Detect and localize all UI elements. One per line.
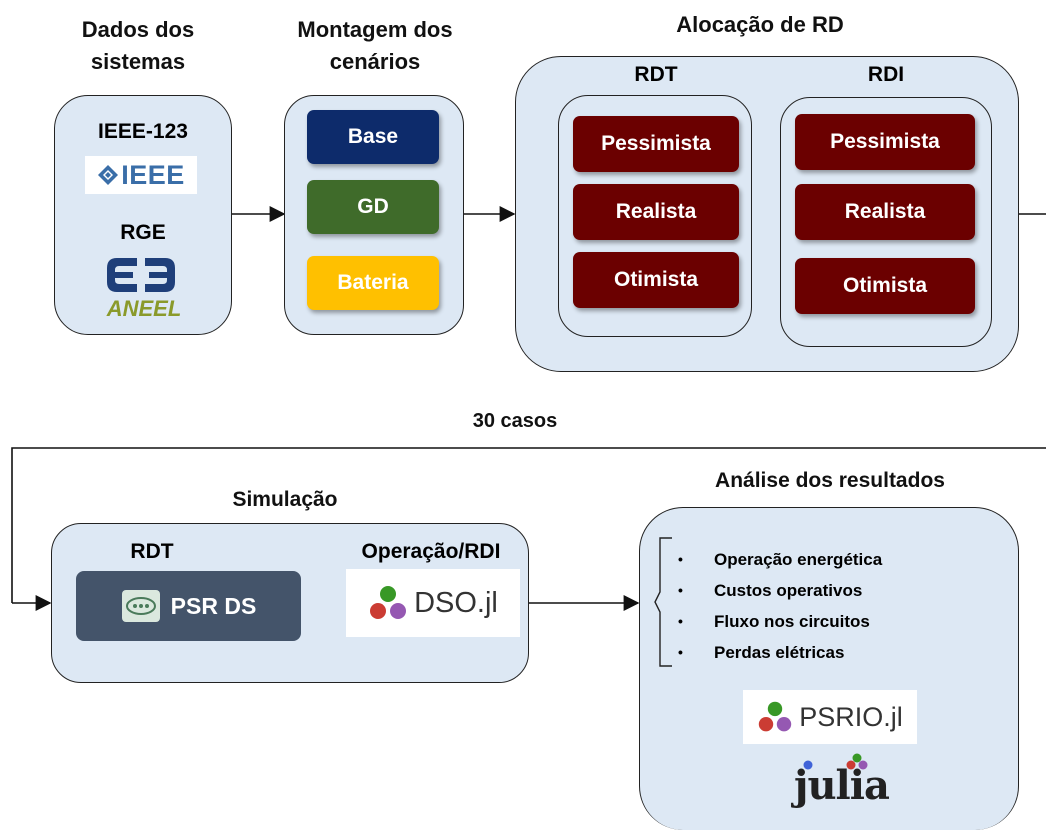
result-item: Fluxo nos circuitos: [664, 606, 882, 637]
ieee-diamond-icon: [98, 165, 119, 185]
analise-panel: Operação energética Custos operativos Fl…: [639, 507, 1019, 830]
rdi-pessimista: Pessimista: [795, 114, 975, 170]
julia-logo-dots: [803, 753, 868, 770]
psr-ds-icon: [121, 590, 160, 622]
dso-logo: DSO.jl: [346, 569, 520, 637]
loop-back-line: [11, 447, 1046, 603]
results-list: Operação energética Custos operativos Fl…: [664, 544, 882, 668]
julia-logo-text: julia: [794, 762, 890, 809]
scenario-bateria: Bateria: [307, 256, 439, 310]
montagem-title: Montagem dos cenários: [297, 17, 453, 74]
alocacao-title: Alocação de RD: [676, 12, 844, 37]
rdt-otimista: Otimista: [573, 252, 739, 308]
aneel-icon: [107, 258, 175, 292]
rge-label: RGE: [120, 221, 166, 244]
scenario-base: Base: [307, 110, 439, 164]
result-item: Perdas elétricas: [664, 637, 882, 668]
rdi-realista: Realista: [795, 184, 975, 240]
julia-dots-icon: [370, 586, 407, 619]
simulacao-title: Simulação: [232, 488, 338, 511]
simulacao-panel: RDT Operação/RDI PSR DS DSO.jl: [51, 523, 529, 683]
rdi-title: RDI: [867, 63, 905, 86]
rdt-realista: Realista: [573, 184, 739, 240]
julia-dots-icon: [759, 701, 792, 732]
rdi-group: Pessimista Realista Otimista: [780, 97, 992, 347]
rdt-pessimista: Pessimista: [573, 116, 739, 172]
result-item: Custos operativos: [664, 575, 882, 606]
dso-logo-text: DSO.jl: [414, 586, 498, 619]
rdt-title: RDT: [634, 63, 678, 86]
analise-title: Análise dos resultados: [715, 469, 945, 492]
psrio-logo-text: PSRIO.jl: [799, 701, 903, 732]
aneel-logo-text: ANEEL: [106, 296, 182, 321]
result-item: Operação energética: [664, 544, 882, 575]
dados-title: Dados dos sistemas: [81, 17, 195, 74]
dados-panel: IEEE-123 IEEE RGE ANEEL: [54, 95, 232, 335]
casos-label: 30 casos: [472, 410, 558, 432]
sim-rdt-label: RDT: [130, 540, 174, 563]
ieee-label: IEEE-123: [98, 120, 188, 143]
sim-operacao-label: Operação/RDI: [361, 540, 501, 563]
psr-ds-text: PSR DS: [170, 592, 257, 619]
rdt-group: Pessimista Realista Otimista: [558, 95, 752, 337]
rdi-otimista: Otimista: [795, 258, 975, 314]
psrio-logo: PSRIO.jl: [743, 690, 917, 744]
ieee-logo-text: IEEE: [121, 159, 185, 190]
montagem-panel: Base GD Bateria: [284, 95, 464, 335]
psr-ds-box: PSR DS: [76, 571, 301, 641]
results-bracket: [654, 537, 672, 667]
scenario-gd: GD: [307, 180, 439, 234]
julia-logo: julia: [788, 752, 898, 812]
ieee-logo: IEEE: [85, 156, 197, 194]
alocacao-panel: RDT RDI Pessimista Realista Otimista Pes…: [515, 56, 1019, 372]
